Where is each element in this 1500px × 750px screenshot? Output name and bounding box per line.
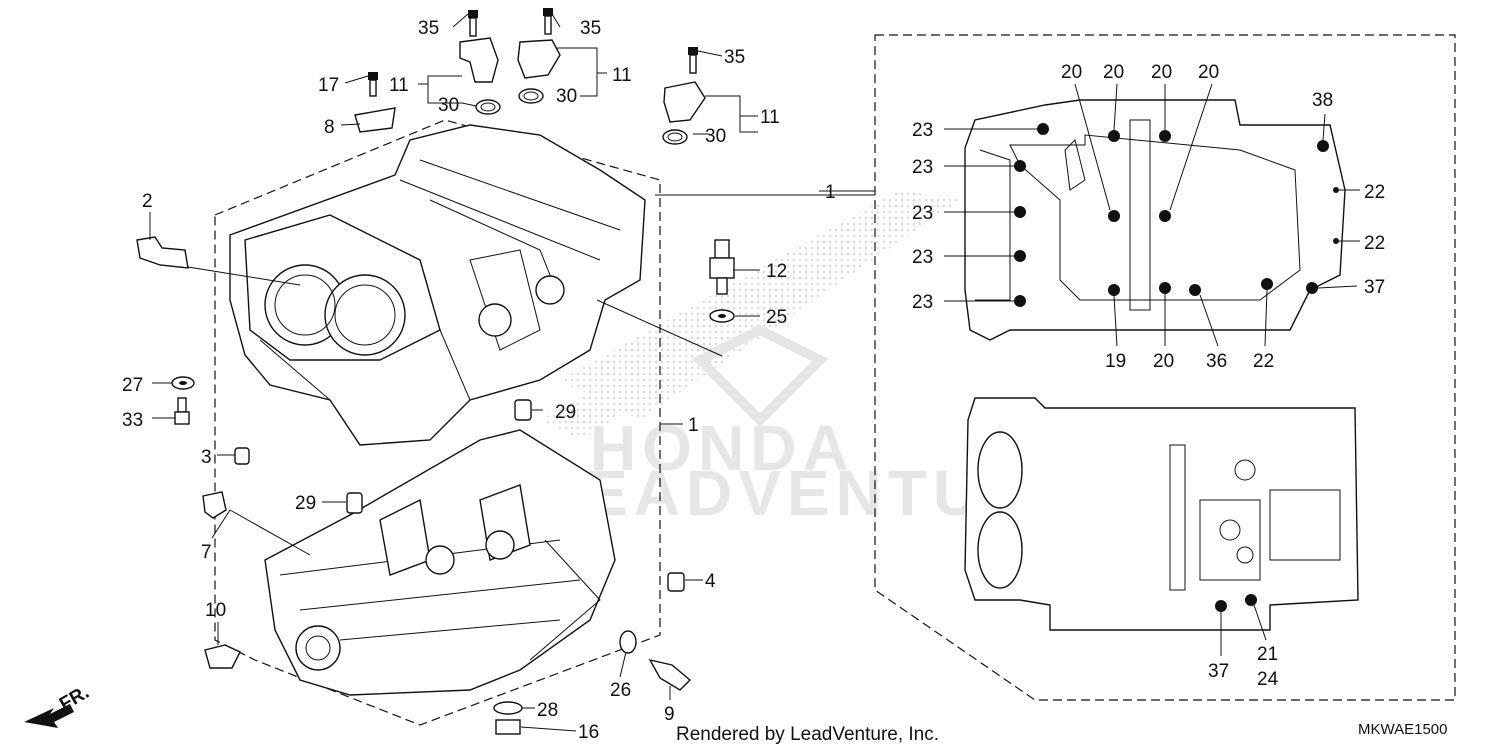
upper-crankcase	[229, 124, 646, 446]
detail-lower-case	[964, 397, 1359, 631]
callout-29: 29	[295, 493, 316, 514]
callout-1: 1	[825, 182, 836, 203]
callout-23: 23	[912, 157, 933, 178]
lower-crankcase	[264, 429, 616, 696]
callout-10: 10	[205, 600, 226, 621]
callout-11: 11	[760, 107, 780, 128]
callout-16: 16	[578, 722, 599, 743]
callout-20: 20	[1061, 62, 1082, 83]
callout-22: 22	[1253, 351, 1274, 372]
small-parts	[136, 8, 735, 735]
callout-23: 23	[912, 203, 933, 224]
callout-22: 22	[1364, 233, 1385, 254]
callout-30: 30	[705, 126, 726, 147]
callout-19: 19	[1105, 351, 1126, 372]
render-credit: Rendered by LeadVenture, Inc.	[676, 724, 939, 745]
sensor-11-a	[459, 37, 499, 83]
callout-20: 20	[1103, 62, 1124, 83]
callout-23: 23	[912, 247, 933, 268]
diagram-code: MKWAE1500	[1358, 721, 1447, 738]
front-direction-arrow: FR.	[24, 682, 93, 728]
callout-28: 28	[537, 700, 558, 721]
callout-1: 1	[688, 415, 699, 436]
leader-lines	[149, 13, 1360, 732]
callout-21: 21	[1257, 644, 1278, 665]
callout-8: 8	[324, 117, 335, 138]
callout-9: 9	[664, 704, 675, 725]
detail-upper-bolts	[1014, 123, 1339, 307]
callout-2: 2	[142, 191, 153, 212]
callout-25: 25	[766, 307, 787, 328]
callout-7: 7	[201, 542, 212, 563]
detail-upper-case	[964, 99, 1346, 341]
callout-23: 23	[912, 292, 933, 313]
callout-26: 26	[610, 680, 631, 701]
callout-24: 24	[1257, 669, 1279, 690]
callout-17: 17	[318, 75, 339, 96]
callout-36: 36	[1206, 351, 1227, 372]
callout-37: 37	[1364, 277, 1385, 298]
callout-30: 30	[438, 95, 459, 116]
callout-22: 22	[1364, 182, 1385, 203]
callout-4: 4	[705, 571, 716, 592]
callout-3: 3	[201, 447, 212, 468]
callout-35: 35	[724, 47, 745, 68]
callout-35: 35	[418, 18, 439, 39]
callout-labels: 35 35 35 17 11 30 30 11 11 30 8 2 12 25 …	[122, 18, 1385, 743]
callout-29: 29	[555, 402, 576, 423]
watermark-line1: HONDA	[590, 412, 855, 484]
callout-11: 11	[612, 65, 632, 86]
callout-11: 11	[389, 75, 409, 96]
callout-37: 37	[1208, 661, 1229, 682]
callout-33: 33	[122, 410, 143, 431]
callout-38: 38	[1312, 90, 1333, 111]
callout-23: 23	[912, 120, 933, 141]
callout-27: 27	[122, 375, 143, 396]
sensor-11-c	[663, 81, 706, 123]
callout-30: 30	[556, 86, 577, 107]
callout-35: 35	[580, 18, 601, 39]
callout-20: 20	[1198, 62, 1219, 83]
callout-12: 12	[766, 261, 787, 282]
callout-20: 20	[1151, 62, 1172, 83]
callout-20: 20	[1153, 351, 1174, 372]
sensor-11-b	[517, 39, 561, 79]
detail-box	[874, 34, 1456, 701]
